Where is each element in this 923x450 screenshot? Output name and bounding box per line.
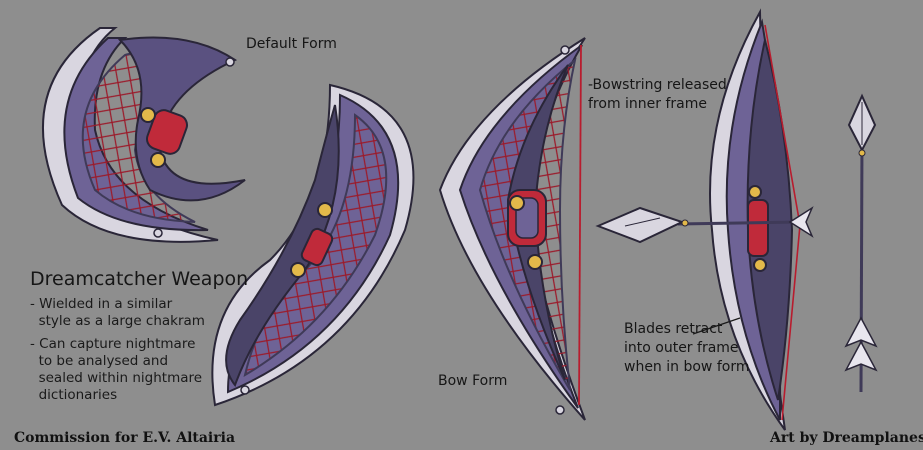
bow-form-label: Bow Form [438,373,508,389]
weapon-title: Dreamcatcher Weapon [30,268,249,290]
artist-credit: Art by Dreamplanes [770,430,923,446]
weapon-description: Dreamcatcher Weapon - Wielded in a simil… [30,268,248,404]
bow-form-drawing [438,37,586,421]
bow-drawn-drawing [595,8,814,431]
description-bullet: - Wielded in a similar style as a large … [30,296,205,329]
annotation-lines [692,317,741,335]
blades-retract-note: Blades retract into outer frame when in … [624,321,750,375]
arrow-drawing [844,93,878,393]
default-form-drawing [42,27,246,243]
commission-credit: Commission for E.V. Altairia [14,430,236,446]
transition-form-drawing [211,83,415,407]
default-form-label: Default Form [246,36,337,52]
bowstring-note: -Bowstring released from inner frame [588,77,727,112]
description-bullets: - Wielded in a similar style as a large … [30,296,248,404]
description-bullet: - Can capture nightmare to be analysed a… [30,336,203,403]
